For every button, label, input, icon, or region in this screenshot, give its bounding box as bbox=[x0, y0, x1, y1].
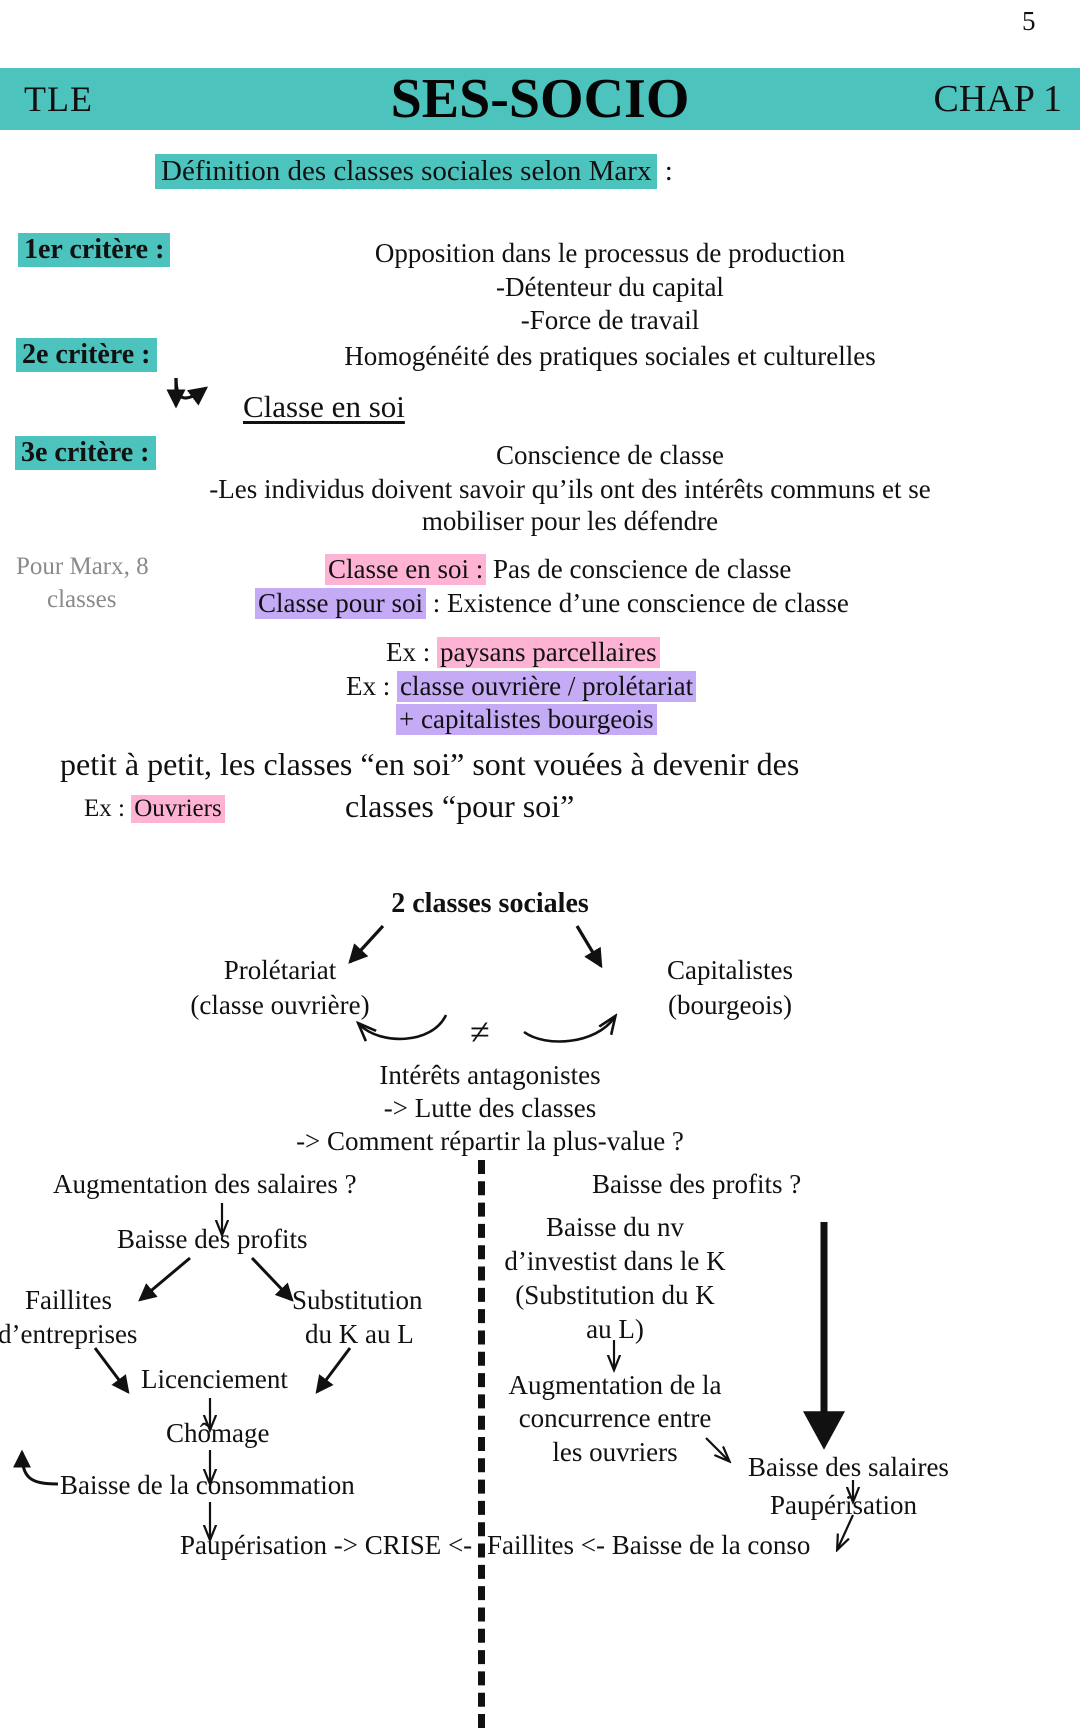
side-note-line-1: Pour Marx, 8 bbox=[16, 553, 149, 580]
crisis-left-profits: Baisse des profits bbox=[117, 1224, 308, 1254]
arrow-profits-to-faillites bbox=[138, 1256, 191, 1302]
arrow-antagonism-right bbox=[523, 1018, 614, 1043]
statement-example-value: Ouvriers bbox=[131, 795, 225, 823]
header-level: TLE bbox=[24, 79, 93, 119]
header-band: TLE SES-SOCIO CHAP 1 bbox=[0, 68, 1080, 130]
crisis-left-faillites-line-2: d’entreprises bbox=[0, 1319, 138, 1349]
page-number: 5 bbox=[1022, 6, 1036, 36]
criterion-1-label-text: 1er critère : bbox=[18, 233, 171, 267]
crisis-left-faillites-line-1: Faillites bbox=[25, 1285, 112, 1315]
class-diagram-conclusion-3: -> Comment répartir la plus-value ? bbox=[296, 1126, 684, 1156]
example-2-prefix: Ex : bbox=[346, 671, 397, 701]
hook-arrow-path bbox=[174, 377, 209, 406]
example-2-value: classe ouvrière / prolétariat bbox=[397, 671, 697, 702]
crisis-left-licenciement: Licenciement bbox=[141, 1364, 288, 1394]
criterion-1-label: 1er critère : bbox=[18, 233, 171, 267]
page-title: SES-SOCIO bbox=[390, 68, 690, 130]
example-2: Ex : classe ouvrière / prolétariat bbox=[346, 671, 697, 702]
crisis-right-head: Baisse des profits ? bbox=[592, 1169, 802, 1199]
definition-classe-pour-soi: Classe pour soi : Existence d’une consci… bbox=[255, 588, 849, 619]
example-3-value: + capitalistes bourgeois bbox=[396, 704, 657, 735]
criterion-3-line-2: -Les individus doivent savoir qu’ils ont… bbox=[209, 474, 931, 504]
crisis-right-baisse-salaires: Baisse des salaires bbox=[748, 1452, 949, 1482]
criterion-3-line-1: Conscience de classe bbox=[496, 440, 724, 470]
statement-line-1: petit à petit, les classes “en soi” sont… bbox=[60, 746, 800, 782]
header-chapter: CHAP 1 bbox=[933, 78, 1062, 120]
class-diagram-conclusion-2: -> Lutte des classes bbox=[383, 1093, 597, 1123]
crisis-left-substitution-line-2: du K au L bbox=[305, 1319, 414, 1349]
example-1: Ex : paysans parcellaires bbox=[386, 637, 660, 668]
criterion-2-line-1: Homogénéité des pratiques sociales et cu… bbox=[344, 341, 876, 371]
definition-classe-en-soi-term: Classe en soi : bbox=[325, 554, 487, 585]
statement-example: Ex : Ouvriers bbox=[84, 795, 225, 823]
crisis-left-baisse-conso: Baisse de la consommation bbox=[60, 1470, 355, 1500]
hook-arrow-classe-en-soi bbox=[166, 378, 186, 409]
arrow-substitution-to-licenciement bbox=[315, 1347, 352, 1394]
crisis-left-head: Augmentation des salaires ? bbox=[53, 1169, 357, 1199]
arrow-profits-to-substitution bbox=[250, 1256, 294, 1302]
crisis-left-final: Paupérisation -> CRISE <- bbox=[180, 1530, 473, 1560]
crisis-right-final: Faillites <- Baisse de la conso bbox=[487, 1530, 811, 1560]
definition-classe-en-soi-text: Pas de conscience de classe bbox=[486, 554, 792, 584]
section-title: Définition des classes sociales selon Ma… bbox=[155, 154, 673, 189]
criterion-2-label: 2e critère : bbox=[16, 338, 157, 372]
class-diagram-right-line-2: (bourgeois) bbox=[668, 990, 792, 1020]
crisis-right-invest-line-4: au L) bbox=[586, 1314, 644, 1344]
crisis-right-concurrence-line-1: Augmentation de la bbox=[508, 1370, 722, 1400]
class-diagram-left-line-1: Prolétariat bbox=[223, 955, 337, 985]
side-note-line-2: classes bbox=[47, 586, 117, 613]
criterion-3-line-3: mobiliser pour les défendre bbox=[421, 506, 719, 536]
section-title-suffix: : bbox=[657, 155, 673, 187]
crisis-right-invest-line-2: d’investist dans le K bbox=[504, 1246, 726, 1276]
crisis-right-pauperisation: Paupérisation bbox=[770, 1490, 917, 1520]
criterion-2-result: Classe en soi bbox=[243, 389, 405, 424]
class-diagram-relation-symbol: ≠ bbox=[470, 1012, 490, 1052]
class-diagram-left-line-2: (classe ouvrière) bbox=[190, 990, 370, 1020]
crisis-diagram-divider bbox=[478, 1160, 485, 1728]
crisis-right-invest-line-3: (Substitution du K bbox=[515, 1280, 715, 1310]
class-diagram-title: 2 classes sociales bbox=[391, 888, 589, 919]
section-title-highlight: Définition des classes sociales selon Ma… bbox=[155, 154, 658, 189]
example-3: + capitalistes bourgeois bbox=[396, 704, 657, 735]
criterion-1-line-3: -Force de travail bbox=[520, 305, 700, 335]
arrow-to-capitalistes bbox=[575, 925, 603, 969]
crisis-left-chomage: Chômage bbox=[166, 1418, 270, 1448]
arrow-feedback-loop bbox=[13, 1449, 59, 1486]
criterion-3-label-text: 3e critère : bbox=[15, 436, 156, 470]
crisis-right-concurrence-line-2: concurrence entre bbox=[518, 1403, 712, 1433]
statement-line-2: classes “pour soi” bbox=[345, 788, 575, 824]
class-diagram-conclusion-1: Intérêts antagonistes bbox=[379, 1060, 601, 1090]
class-diagram-right-line-1: Capitalistes bbox=[667, 955, 793, 985]
criterion-3-label: 3e critère : bbox=[15, 436, 156, 470]
crisis-left-substitution-line-1: Substitution bbox=[292, 1285, 423, 1315]
crisis-right-invest-line-1: Baisse du nv bbox=[546, 1212, 684, 1242]
example-1-value: paysans parcellaires bbox=[437, 637, 660, 668]
crisis-right-concurrence-line-3: les ouvriers bbox=[552, 1437, 678, 1467]
definition-classe-pour-soi-term: Classe pour soi bbox=[255, 588, 426, 619]
statement-example-prefix: Ex : bbox=[84, 795, 132, 822]
definition-classe-pour-soi-text: : Existence d’une conscience de classe bbox=[426, 588, 849, 618]
arrow-faillites-to-licenciement bbox=[93, 1347, 130, 1394]
example-1-prefix: Ex : bbox=[386, 637, 437, 667]
criterion-2-label-text: 2e critère : bbox=[16, 338, 157, 372]
criterion-1-line-2: -Détenteur du capital bbox=[496, 272, 724, 302]
criterion-1-line-1: Opposition dans le processus de producti… bbox=[374, 238, 846, 268]
definition-classe-en-soi: Classe en soi : Pas de conscience de cla… bbox=[325, 554, 792, 585]
